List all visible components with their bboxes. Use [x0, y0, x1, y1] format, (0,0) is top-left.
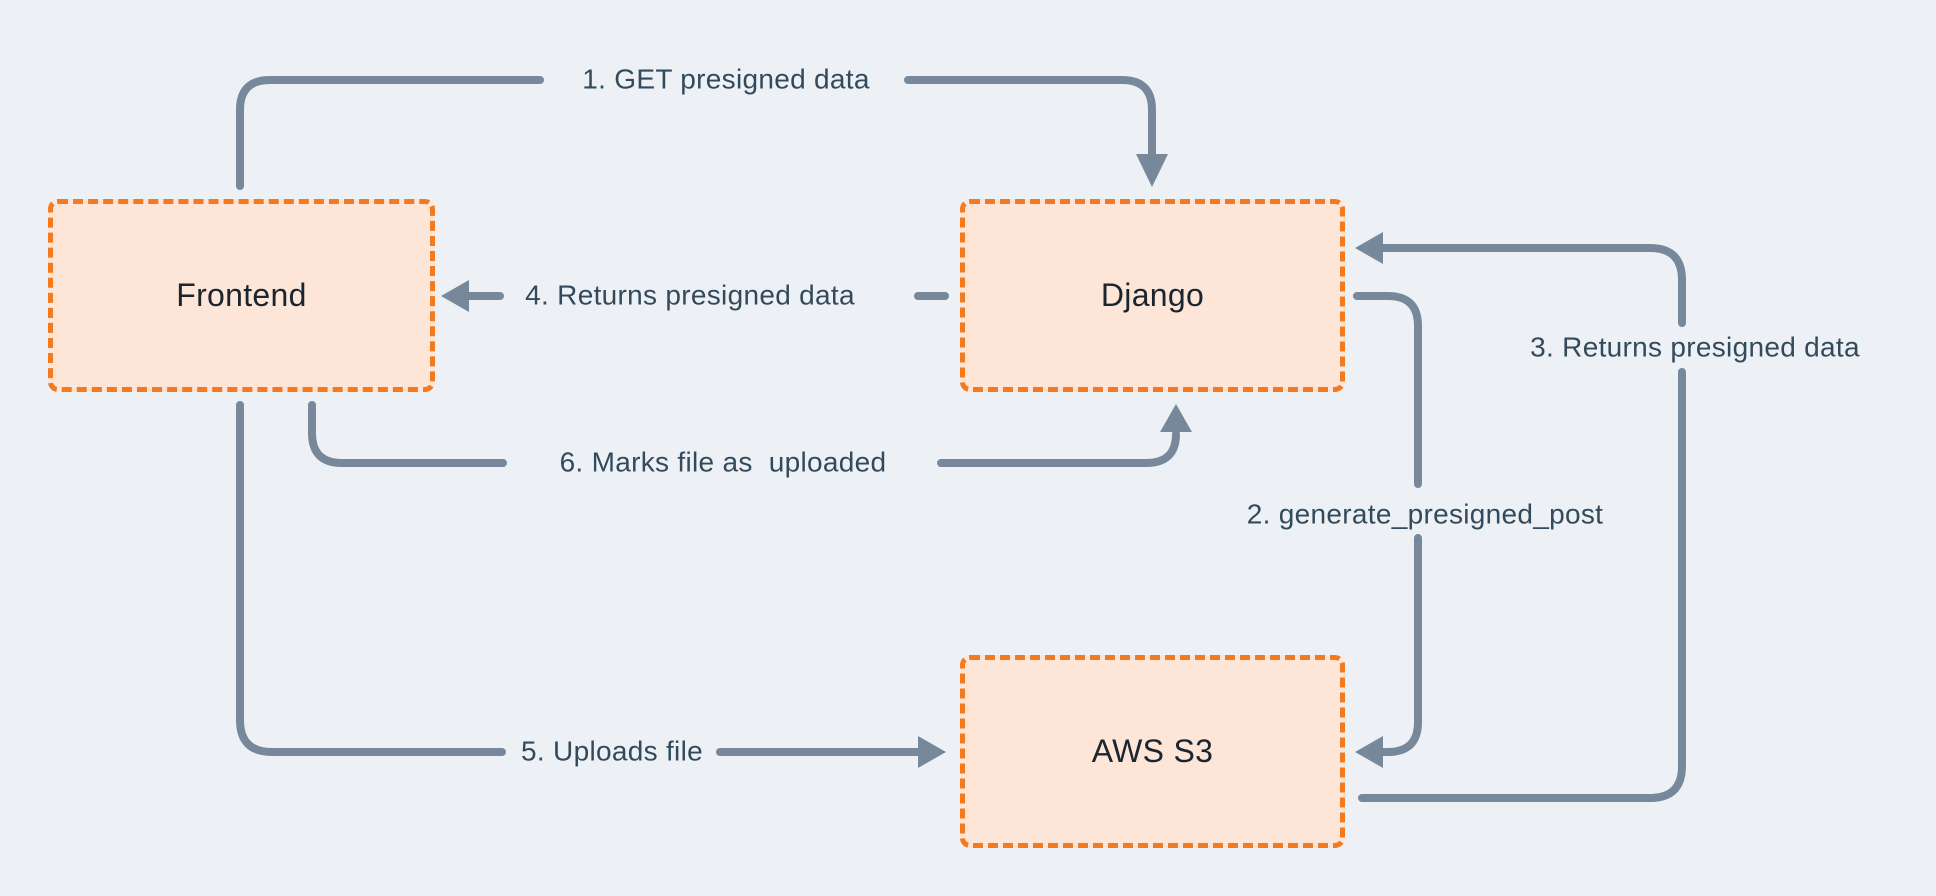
- arrow-get-presigned-data: [236, 76, 1168, 190]
- arrow-generate-presigned-post: [1353, 292, 1422, 768]
- arrow-returns-presigned-data-to-django: [1355, 232, 1686, 802]
- arrow-returns-presigned-data-to-frontend: [441, 280, 949, 312]
- node-django-label: Django: [1100, 277, 1205, 313]
- node-aws-s3-label: AWS S3: [1091, 733, 1214, 769]
- node-frontend: Frontend: [48, 199, 435, 392]
- edge-label-get-presigned-data: 1. GET presigned data: [575, 61, 877, 99]
- edge-label-returns-presigned-data-s3: 3. Returns presigned data: [1523, 329, 1867, 367]
- arrowhead-left-icon: [1355, 232, 1383, 264]
- node-frontend-label: Frontend: [176, 277, 307, 313]
- edge-label-generate-presigned-post: 2. generate_presigned_post: [1239, 496, 1611, 534]
- arrowhead-left-icon: [1355, 736, 1383, 768]
- arrow-uploads-file: [236, 401, 946, 768]
- node-aws-s3: AWS S3: [960, 655, 1345, 848]
- edge-label-uploads-file: 5. Uploads file: [514, 733, 710, 771]
- arrowhead-right-icon: [918, 736, 946, 768]
- edge-label-returns-presigned-data-django: 4. Returns presigned data: [518, 277, 862, 315]
- arrow-marks-file-uploaded: [308, 401, 1192, 467]
- edge-label-marks-file-uploaded: 6. Marks file as uploaded: [552, 444, 894, 482]
- arrowhead-down-icon: [1136, 154, 1168, 187]
- arrowhead-left-icon: [441, 280, 469, 312]
- node-django: Django: [960, 199, 1345, 392]
- arrowhead-up-icon: [1160, 404, 1192, 432]
